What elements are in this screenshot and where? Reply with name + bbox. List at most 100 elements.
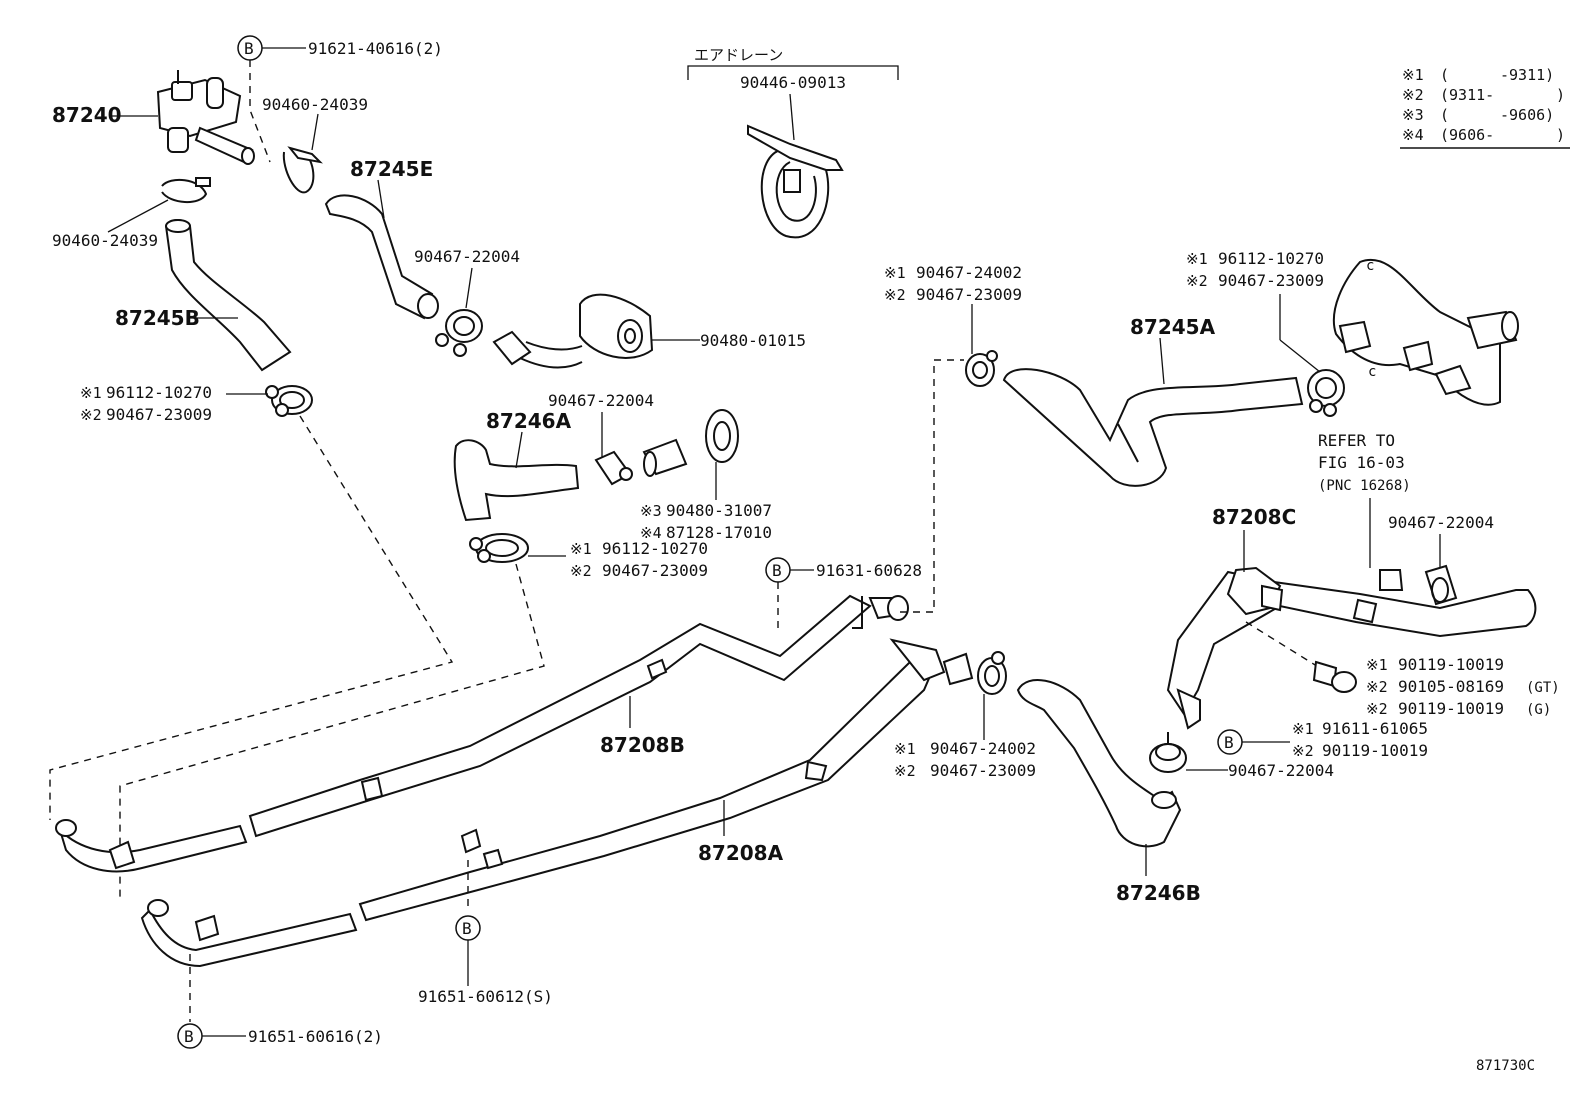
part-label: ※1 [80, 384, 102, 402]
part-label: 90105-08169 [1398, 677, 1504, 696]
label-91631-60628: 91631-60628 [816, 561, 922, 580]
part-label: -9311) [1500, 66, 1554, 84]
air-drain-clip-90446 [747, 124, 844, 239]
label-90467-22004-d: 90467-22004 [1228, 761, 1334, 780]
label-90460-24039-lower: 90460-24039 [52, 231, 158, 250]
hose-87246B [1016, 678, 1182, 848]
part-label: ( [1440, 106, 1449, 124]
hose-clamp-mid [469, 533, 529, 563]
hose-clamp-90467-a [435, 309, 483, 357]
label-90467-22004-c: 90467-22004 [1388, 513, 1494, 532]
part-label: ※2 [1402, 86, 1424, 104]
part-label: ※1 [894, 740, 916, 758]
grommet-90480-31007 [705, 409, 739, 463]
pipe-87208B [59, 824, 248, 873]
hose-87246A [453, 439, 580, 522]
label-refer-to: REFER TO [1318, 431, 1395, 450]
hose-clip-90460-lower [161, 177, 211, 203]
hose-clamp-top-mid [965, 350, 998, 387]
part-label: (9606- [1440, 126, 1494, 144]
label-87245E: 87245E [350, 157, 433, 181]
label-90480-31007: 90480-31007 [666, 501, 772, 520]
hose-clamp-90467-d [1149, 732, 1187, 773]
part-label: ※2 [80, 406, 102, 424]
part-label: 90467-23009 [930, 761, 1036, 780]
part-label: ) [1556, 126, 1565, 144]
pipe-87208A [140, 908, 358, 968]
figure-code: 871730C [1476, 1058, 1535, 1074]
part-label: B [1224, 733, 1234, 752]
label-91651-60612: 91651-60612(S) [418, 987, 553, 1006]
part-label: ※3 [1402, 106, 1424, 124]
part-label: 90467-23009 [916, 285, 1022, 304]
label-87240: 87240 [52, 103, 122, 127]
part-label: 90467-23009 [1218, 271, 1324, 290]
part-label: 90467-23009 [106, 405, 212, 424]
label-87246A: 87246A [486, 409, 572, 433]
label-87128-17010: 87128-17010 [666, 523, 772, 542]
label-90467-22004-b: 90467-22004 [548, 391, 654, 410]
label-91621-40616: 91621-40616(2) [308, 39, 443, 58]
label-87208B: 87208B [600, 733, 685, 757]
part-label: (9311- [1440, 86, 1494, 104]
part-label: 90467-24002 [930, 739, 1036, 758]
label-87245A: 87245A [1130, 315, 1216, 339]
hose-87245A [1002, 368, 1304, 487]
part-label: ※1 [1402, 66, 1424, 84]
part-label: B [462, 919, 472, 938]
part-label: ※4 [640, 524, 662, 542]
date-range-legend: ※1 ( -9311) ※2 (9311- ) ※3 ( -9606) ※4 (… [1400, 66, 1570, 149]
hose-clip-90460-upper [282, 146, 323, 194]
part-label: ※2 [570, 562, 592, 580]
grommet-90480-01015 [579, 293, 654, 359]
part-label: ※1 [1186, 250, 1208, 268]
hose-clamp-low-mid [977, 651, 1007, 695]
bolt-90119 [1312, 660, 1357, 693]
part-label: B [772, 561, 782, 580]
part-label: (G) [1526, 702, 1551, 718]
part-label: 90467-23009 [602, 561, 708, 580]
heater-valve-87240 [156, 70, 255, 165]
hose-clamp-90467-c [1424, 564, 1458, 606]
label-air-drain: エアドレーン [694, 46, 783, 64]
part-label: B [244, 39, 254, 58]
hose-clamp-top-right [1307, 369, 1345, 417]
label-fig-16-03: FIG 16-03 [1318, 453, 1405, 472]
label-87208A: 87208A [698, 841, 784, 865]
part-label: 96112-10270 [1218, 249, 1324, 268]
part-label: 96112-10270 [602, 539, 708, 558]
part-label: 90467-24002 [916, 263, 1022, 282]
part-label: 90119-10019 [1322, 741, 1428, 760]
label-87245B: 87245B [115, 306, 200, 330]
part-label: ※1 [1366, 656, 1388, 674]
part-label: ※1 [570, 540, 592, 558]
part-label: ※2 [1366, 700, 1388, 718]
water-outlet-housing: c c [1332, 258, 1519, 406]
part-label: ※2 [1366, 678, 1388, 696]
label-90467-22004-a: 90467-22004 [414, 247, 520, 266]
part-label: ※4 [1402, 126, 1424, 144]
part-label: 90119-10019 [1398, 655, 1504, 674]
part-label: ※3 [640, 502, 662, 520]
part-label: ※2 [894, 762, 916, 780]
part-label: 90119-10019 [1398, 699, 1504, 718]
hose-87245B [164, 219, 292, 372]
hose-clamp-left-a [265, 385, 313, 417]
label-90446-09013: 90446-09013 [740, 73, 846, 92]
part-label: ) [1556, 86, 1565, 104]
label-90460-24039-upper: 90460-24039 [262, 95, 368, 114]
part-label: (GT) [1526, 680, 1560, 696]
label-91651-60616: 91651-60616(2) [248, 1027, 383, 1046]
part-label: c [1368, 364, 1376, 380]
label-pnc-16268: (PNC 16268) [1318, 478, 1411, 494]
part-label: 96112-10270 [106, 383, 212, 402]
part-label: ※2 [884, 286, 906, 304]
label-87246B: 87246B [1116, 881, 1201, 905]
part-label: ※2 [1186, 272, 1208, 290]
part-label: c [1366, 258, 1374, 274]
part-label: -9606) [1500, 106, 1554, 124]
part-label: ※1 [1292, 720, 1314, 738]
part-label: 91611-61065 [1322, 719, 1428, 738]
part-label: ※2 [1292, 742, 1314, 760]
